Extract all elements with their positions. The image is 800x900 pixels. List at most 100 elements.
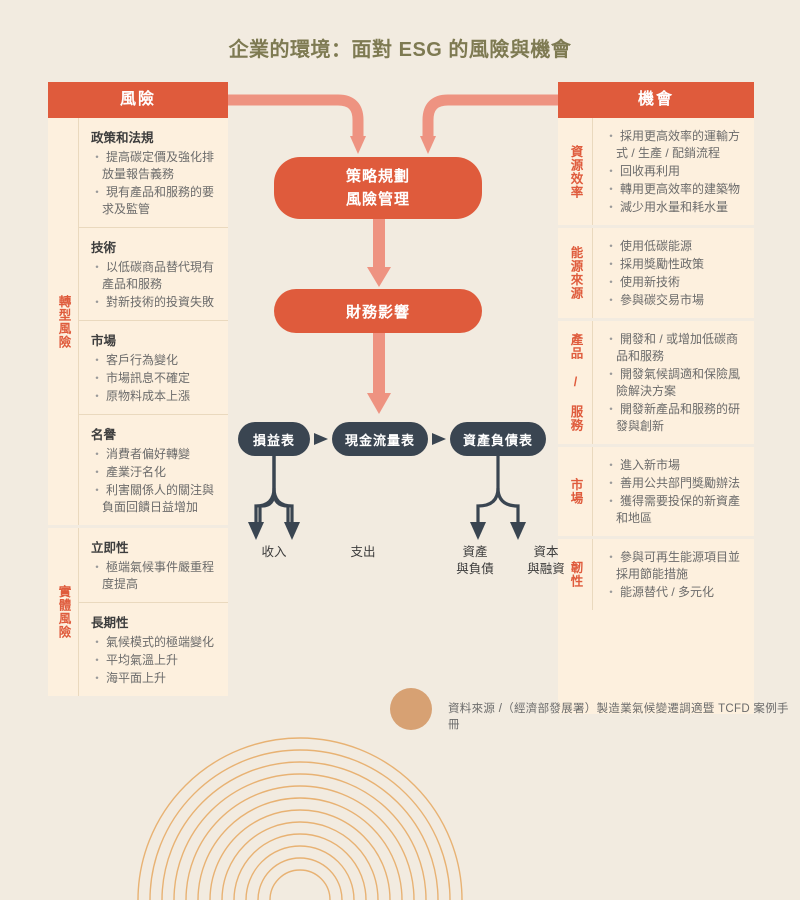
- leaf-capital-financing: 資本 與融資: [511, 544, 581, 578]
- bullet-item: ・市場訊息不確定: [91, 370, 218, 387]
- leaf-capital-line-1: 資本: [533, 545, 559, 559]
- leaf-assets-liabilities: 資產 與負債: [440, 544, 510, 578]
- bullet-item: ・氣候模式的極端變化: [91, 634, 218, 651]
- bullet-dot-icon: ・: [605, 200, 618, 214]
- bullet-dot-icon: ・: [91, 635, 104, 649]
- leaf-expense: 支出: [350, 545, 376, 559]
- center-flow-diagram: 策略規劃 風險管理 財務影響 損益表 現金流量表 資產負債表 收入 支出 資產 …: [228, 82, 565, 682]
- cash-flow-statement-label: 現金流量表: [344, 432, 415, 448]
- bullet-text: 使用低碳能源: [620, 239, 693, 253]
- bullet-text: 消費者偏好轉變: [106, 447, 191, 461]
- bullet-item: ・轉用更高效率的建築物: [605, 181, 744, 198]
- bullet-dot-icon: ・: [91, 353, 104, 367]
- bullet-item: ・獲得需要投保的新資產和地區: [605, 493, 744, 527]
- risk-section: 名譽・消費者偏好轉變・產業汙名化・利害關係人的關注與負面回饋日益增加: [79, 414, 228, 525]
- risk-section-title: 政策和法規: [91, 131, 154, 145]
- opportunity-section-list: ・使用低碳能源・採用獎勵性政策・使用新技術・參與碳交易市場: [592, 228, 754, 318]
- bullet-item: ・回收再利用: [605, 163, 744, 180]
- opportunity-section-list: ・開發和 / 或增加低碳商品和服務・開發氣候調適和保險風險解決方案・開發新產品和…: [592, 321, 754, 444]
- bullet-dot-icon: ・: [605, 257, 618, 271]
- strategy-line-2: 風險管理: [345, 191, 410, 208]
- bullet-item: ・客戶行為變化: [91, 352, 218, 369]
- risk-section: 市場・客戶行為變化・市場訊息不確定・原物料成本上漲: [79, 320, 228, 414]
- bullet-dot-icon: ・: [91, 260, 104, 274]
- opportunity-group: 產品 / 服務・開發和 / 或增加低碳商品和服務・開發氣候調適和保險風險解決方案…: [558, 318, 754, 444]
- risk-column-header: 風險: [48, 82, 228, 118]
- opportunity-section: ・採用更高效率的運輸方式 / 生產 / 配銷流程・回收再利用・轉用更高效率的建築…: [593, 118, 754, 225]
- opportunity-group-label: 產品 / 服務: [568, 333, 583, 432]
- risk-section: 長期性・氣候模式的極端變化・平均氣溫上升・海平面上升: [79, 602, 228, 696]
- bullet-dot-icon: ・: [605, 164, 618, 178]
- bullet-dot-icon: ・: [605, 275, 618, 289]
- risk-section-title: 市場: [91, 334, 117, 348]
- bullet-dot-icon: ・: [91, 483, 104, 497]
- risk-column: 風險 轉型風險政策和法規・提高碳定價及強化排放量報告義務・現有產品和服務的要求及…: [48, 82, 228, 696]
- bullet-dot-icon: ・: [91, 447, 104, 461]
- bullet-item: ・使用新技術: [605, 274, 744, 291]
- bullet-item: ・參與碳交易市場: [605, 292, 744, 309]
- bullet-text: 回收再利用: [620, 164, 681, 178]
- bullet-dot-icon: ・: [91, 371, 104, 385]
- balance-sheet-node: 資產負債表: [450, 422, 546, 456]
- bullet-text: 採用更高效率的運輸方式 / 生產 / 配銷流程: [616, 129, 741, 160]
- income-statement-node: 損益表: [238, 422, 310, 456]
- opportunity-column-body: 資源效率・採用更高效率的運輸方式 / 生產 / 配銷流程・回收再利用・轉用更高效…: [558, 118, 754, 714]
- opportunity-section-list: ・進入新市場・善用公共部門獎勵辦法・獲得需要投保的新資產和地區: [592, 447, 754, 536]
- opportunity-section-list: ・採用更高效率的運輸方式 / 生產 / 配銷流程・回收再利用・轉用更高效率的建築…: [592, 118, 754, 225]
- bullet-item: ・平均氣溫上升: [91, 652, 218, 669]
- bullet-dot-icon: ・: [605, 476, 618, 490]
- bullet-item: ・進入新市場: [605, 457, 744, 474]
- opportunity-group: 市場・進入新市場・善用公共部門獎勵辦法・獲得需要投保的新資產和地區: [558, 444, 754, 536]
- bullet-text: 產業汙名化: [106, 465, 167, 479]
- opportunity-column-header: 機會: [558, 82, 754, 118]
- bullet-dot-icon: ・: [605, 458, 618, 472]
- bullet-text: 以低碳商品替代現有產品和服務: [102, 260, 215, 291]
- bullet-item: ・使用低碳能源: [605, 238, 744, 255]
- risk-section: 立即性・極端氣候事件嚴重程度提高: [79, 528, 228, 602]
- bullet-item: ・利害關係人的關注與負面回饋日益增加: [91, 482, 218, 516]
- leaf-assets-line-2: 與負債: [456, 562, 494, 576]
- cash-flow-statement-node: 現金流量表: [332, 422, 428, 456]
- bullet-item: ・產業汙名化: [91, 464, 218, 481]
- opportunity-group: 韌性・參與可再生能源項目並採用節能措施・能源替代 / 多元化: [558, 536, 754, 610]
- bullet-text: 提高碳定價及強化排放量報告義務: [102, 150, 215, 181]
- opportunity-group-label: 資源效率: [568, 144, 583, 199]
- decorative-arcs: [137, 737, 463, 900]
- risk-group: 轉型風險政策和法規・提高碳定價及強化排放量報告義務・現有產品和服務的要求及監管技…: [48, 118, 228, 525]
- risk-section-list: 立即性・極端氣候事件嚴重程度提高長期性・氣候模式的極端變化・平均氣溫上升・海平面…: [78, 528, 228, 696]
- opportunity-group: 資源效率・採用更高效率的運輸方式 / 生產 / 配銷流程・回收再利用・轉用更高效…: [558, 118, 754, 225]
- strategy-line-1: 策略規劃: [345, 168, 410, 185]
- bullet-text: 對新技術的投資失敗: [106, 295, 215, 309]
- bullet-text: 轉用更高效率的建築物: [620, 182, 741, 196]
- bullet-dot-icon: ・: [91, 389, 104, 403]
- bullet-item: ・提高碳定價及強化排放量報告義務: [91, 149, 218, 183]
- bullet-item: ・採用更高效率的運輸方式 / 生產 / 配銷流程: [605, 128, 744, 162]
- bullet-dot-icon: ・: [605, 585, 618, 599]
- bullet-text: 能源替代 / 多元化: [620, 585, 715, 599]
- bullet-item: ・開發氣候調適和保險風險解決方案: [605, 366, 744, 400]
- bullet-dot-icon: ・: [91, 465, 104, 479]
- bullet-item: ・海平面上升: [91, 670, 218, 687]
- risk-group-label: 轉型風險: [56, 294, 71, 349]
- bullet-text: 氣候模式的極端變化: [106, 635, 215, 649]
- bullet-item: ・開發新產品和服務的研發與創新: [605, 401, 744, 435]
- opportunity-column: 機會 資源效率・採用更高效率的運輸方式 / 生產 / 配銷流程・回收再利用・轉用…: [558, 82, 754, 714]
- bullet-item: ・以低碳商品替代現有產品和服務: [91, 259, 218, 293]
- risk-group: 實體風險立即性・極端氣候事件嚴重程度提高長期性・氣候模式的極端變化・平均氣溫上升…: [48, 525, 228, 696]
- bullet-text: 參與可再生能源項目並採用節能措施: [616, 550, 741, 581]
- bullet-text: 獲得需要投保的新資產和地區: [616, 494, 741, 525]
- bullet-item: ・原物料成本上漲: [91, 388, 218, 405]
- bullet-item: ・參與可再生能源項目並採用節能措施: [605, 549, 744, 583]
- bullet-dot-icon: ・: [91, 150, 104, 164]
- bullet-text: 原物料成本上漲: [106, 389, 191, 403]
- bullet-dot-icon: ・: [605, 550, 618, 564]
- bullet-text: 進入新市場: [620, 458, 681, 472]
- risk-section-title: 長期性: [91, 616, 129, 630]
- bullet-text: 極端氣候事件嚴重程度提高: [102, 560, 215, 591]
- bullet-text: 海平面上升: [106, 671, 167, 685]
- bullet-item: ・善用公共部門獎勵辦法: [605, 475, 744, 492]
- bullet-text: 現有產品和服務的要求及監管: [102, 185, 215, 216]
- bullet-dot-icon: ・: [91, 295, 104, 309]
- bullet-dot-icon: ・: [91, 653, 104, 667]
- risk-section: 政策和法規・提高碳定價及強化排放量報告義務・現有產品和服務的要求及監管: [79, 118, 228, 227]
